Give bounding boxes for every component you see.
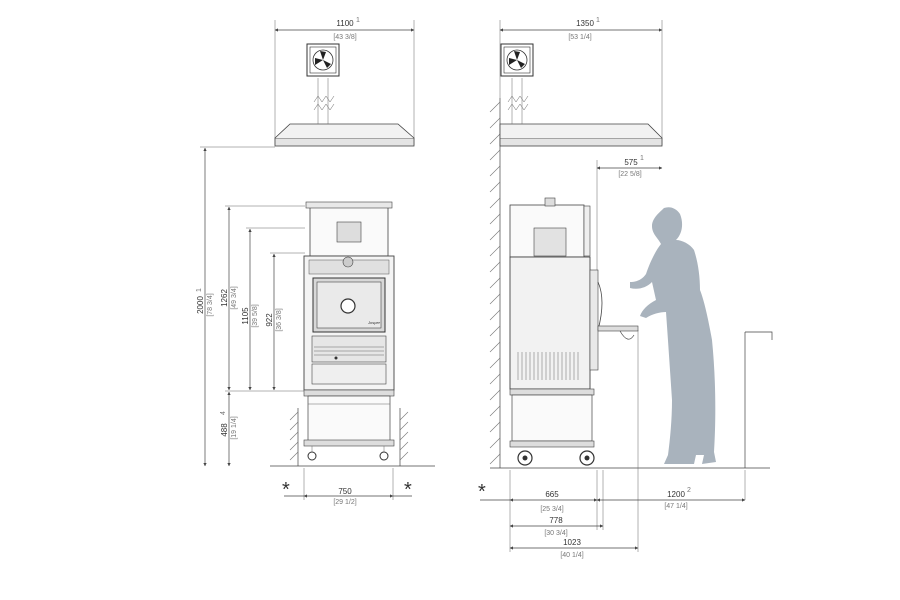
front-height-1105-inch: [39 5/8]: [252, 304, 259, 327]
side-depth-665-value: 665: [545, 490, 559, 499]
front-hood-width-value: 1100: [336, 19, 354, 28]
front-oven: Josper: [303, 201, 395, 461]
extractor-fan-icon: [306, 43, 340, 77]
side-view: 1350 1 [53 1/4] 575 1 [22 5/8] 665 [25 3…: [478, 17, 773, 559]
front-width-dimension: [284, 468, 412, 500]
front-view: Josper: [196, 17, 435, 506]
front-height-922-value: 922: [265, 313, 274, 327]
side-clearance-note: 2: [687, 487, 691, 494]
side-depth-1023-value: 1023: [563, 538, 581, 547]
counter: [744, 331, 773, 468]
front-hood: [274, 20, 415, 147]
side-depth-dimensions: [480, 330, 746, 552]
side-overhang-inch: [22 5/8]: [618, 171, 641, 178]
front-side-walls: [270, 408, 435, 467]
side-wall: [489, 98, 770, 469]
front-height-922-inch: [36 3/8]: [276, 308, 283, 331]
side-extractor-fan-icon: [500, 43, 534, 77]
side-hood-depth-note: 1: [596, 17, 600, 24]
front-total-height-inch: [78 3/4]: [207, 293, 214, 316]
front-hood-width-inch: [43 3/8]: [333, 34, 356, 41]
side-oven: [509, 197, 639, 466]
front-width-value: 750: [338, 487, 352, 496]
front-left-asterisk: *: [282, 479, 290, 501]
front-total-height-note: 1: [196, 288, 203, 292]
front-stand-height-value: 488: [220, 423, 229, 437]
front-height-1262-inch: [49 3/4]: [231, 286, 238, 309]
front-right-asterisk: *: [404, 479, 412, 501]
side-hood: [499, 20, 663, 147]
person-silhouette: [630, 207, 716, 464]
oven-brand-label: Josper: [367, 320, 381, 325]
side-clearance-inch: [47 1/4]: [664, 503, 687, 510]
side-hood-depth-inch: [53 1/4]: [568, 34, 591, 41]
front-height-dimensions: [200, 146, 305, 467]
side-depth-1023-inch: [40 1/4]: [560, 552, 583, 559]
front-total-height-value: 2000: [196, 296, 205, 314]
front-stand-height-note: 4: [220, 411, 227, 415]
front-height-1262-value: 1262: [220, 289, 229, 307]
front-height-1105-value: 1105: [241, 307, 250, 325]
side-clearance-value: 1200: [667, 490, 685, 499]
front-width-inch: [29 1/2]: [333, 499, 356, 506]
side-asterisk: *: [478, 481, 486, 503]
front-hood-width-note: 1: [356, 17, 360, 24]
front-stand-height-inch: [19 1/4]: [231, 416, 238, 439]
side-depth-665-inch: [25 3/4]: [540, 506, 563, 513]
side-overhang-note: 1: [640, 155, 644, 162]
side-depth-778-value: 778: [549, 516, 563, 525]
side-hood-depth-value: 1350: [576, 19, 594, 28]
side-depth-778-inch: [30 3/4]: [544, 530, 567, 537]
side-overhang-value: 575: [624, 158, 638, 167]
